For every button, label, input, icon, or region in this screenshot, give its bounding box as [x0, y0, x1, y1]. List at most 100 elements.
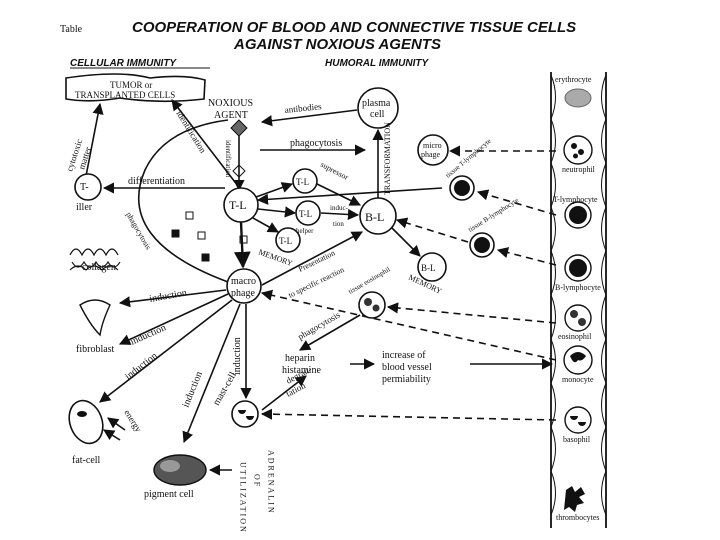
basophil-cell — [564, 406, 592, 434]
t-killer-sublabel: iller — [76, 202, 93, 213]
mast-cell-label: mast-cell — [211, 370, 239, 407]
eosinophil-blood-granule-2 — [578, 318, 586, 326]
induction-small-1: induc- — [330, 204, 349, 212]
basophil-label: basophil — [563, 435, 591, 444]
cellular-immunity-heading: CELLULAR IMMUNITY — [70, 58, 177, 69]
utilization-label: UTILIZATION — [239, 462, 248, 534]
differentiation-label: differentiation — [128, 176, 185, 187]
b-lymphocyte — [359, 197, 397, 235]
noxious-agent-icon — [230, 119, 248, 137]
flag-icon-4 — [201, 253, 210, 262]
plasma-label-1: plasma — [362, 98, 391, 109]
mast-cell — [231, 400, 259, 428]
tl-to-helper — [257, 206, 297, 218]
heparin-label: heparin — [285, 353, 315, 364]
increase-label-1: increase of — [382, 350, 426, 361]
neutrophil-cell — [563, 135, 593, 165]
tl-to-macrophage — [233, 221, 251, 269]
energy-label: energy — [122, 408, 144, 434]
noxious-label-2: AGENT — [214, 110, 248, 121]
macrophage-cell — [226, 268, 262, 304]
tissue-b-lymphocyte-nucleus — [474, 237, 490, 253]
supressor-label: supressor — [319, 160, 350, 182]
plasma-cell — [357, 87, 399, 129]
adrenalin-label: ADRENALIN — [267, 450, 276, 515]
eosinophil-blood-granule — [570, 310, 578, 318]
tumor-label-2: TRANSPLANTED CELLS — [75, 90, 175, 100]
macrophage-to-collagen — [118, 289, 227, 308]
mast-cell-granules — [238, 410, 254, 420]
tl-to-memory — [252, 217, 279, 233]
noxious-label-1: NOXIOUS — [208, 98, 253, 109]
eosinophil-blood-label: eosinophil — [558, 332, 592, 341]
tissue-t-lymphocyte-label: tissue T-lymphocyte — [444, 137, 492, 180]
transformation-label: TRANSFORMATION — [383, 122, 392, 195]
eosinophil-blood-cell — [564, 304, 592, 332]
tumor-label-1: TUMOR or — [110, 80, 152, 90]
fatcell-label: fat-cell — [72, 455, 101, 466]
tblood-to-tissue-t — [476, 189, 557, 216]
macrophage-to-pigment — [182, 303, 241, 444]
eos-blood-to-tissue — [386, 302, 557, 324]
flag-icon-2 — [171, 229, 180, 238]
humoral-immunity-heading: HUMORAL IMMUNITY — [325, 58, 429, 69]
pigment-cell — [153, 454, 207, 486]
macrophage-to-fatcell — [99, 299, 233, 403]
tl-helper-label: T-L — [299, 209, 312, 219]
tl-memory-label: T-L — [279, 236, 292, 246]
bl-memory-label: B-L — [421, 263, 436, 273]
basophil-to-mast — [260, 408, 557, 421]
pigment-cell-highlight — [160, 460, 180, 472]
helper-to-bl — [320, 208, 360, 221]
phagocytosis-label-1: phagocytosis — [290, 138, 342, 149]
t-lymphocyte-blood-nucleus — [569, 206, 587, 224]
induction-label-a: induction — [149, 288, 188, 305]
cytotoxic-arrow — [85, 102, 104, 177]
tissue-t-lymphocyte-nucleus — [454, 180, 470, 196]
identification-label: identification — [174, 109, 208, 155]
bblood-to-tissue-b — [496, 247, 557, 266]
b-lymphocyte-blood-nucleus — [569, 259, 587, 277]
microphage-cell — [417, 134, 449, 166]
identification-arrow — [171, 99, 239, 187]
b-lymphocyte-blood-label: B-lymphocyte — [555, 283, 601, 292]
erythrocyte-cell — [564, 88, 592, 108]
induction-label-b: induction — [129, 322, 168, 347]
degranulation-arrow — [261, 375, 307, 411]
macrophage-label-1: macro — [231, 276, 256, 287]
tissue-b-to-bl — [395, 217, 469, 243]
tissue-eosinophil-granule-2 — [372, 304, 380, 312]
title-line-1: COOPERATION OF BLOOD AND CONNECTIVE TISS… — [132, 19, 576, 36]
t-lymphocyte-memory — [275, 227, 301, 253]
antibodies-label: antibodies — [284, 101, 322, 115]
tumor-box — [65, 73, 206, 103]
b-lymphocyte-memory — [417, 252, 447, 282]
tl-supressor-label: T-L — [296, 177, 309, 187]
presentation-arrow — [261, 231, 363, 286]
increase-label-2: blood vessel — [382, 362, 432, 373]
monocyte-nucleus — [570, 352, 586, 363]
flag-icon-3 — [197, 231, 206, 240]
tissue-eosinophil — [358, 291, 386, 319]
fat-cell-nucleus — [77, 411, 87, 417]
tlymph-to-tl — [256, 187, 443, 205]
fat-energy-arrow-1 — [107, 417, 126, 431]
neutrophil-label: neutrophil — [562, 165, 596, 174]
antibodies-arrow — [260, 109, 358, 127]
macrophage-arc — [137, 119, 229, 283]
tissue-eosinophil-label: tissue eosinophil — [347, 265, 392, 295]
increase-label-3: permiability — [382, 374, 431, 385]
t-lymphocyte-supressor — [292, 168, 318, 194]
phagocytosis-label-2: phagocytosis — [296, 309, 342, 341]
eos-phagocytosis-arrow — [299, 314, 361, 351]
vessel-wall-cells — [550, 74, 607, 516]
thrombocytes-icon — [564, 486, 585, 512]
specific-reaction-label: to specific reaction — [287, 265, 346, 300]
thrombocytes-label: thrombocytes — [556, 513, 600, 522]
induction-small-2: tion — [333, 220, 344, 228]
fibroblast-icon — [79, 299, 111, 337]
fat-energy-arrow-2 — [103, 429, 121, 441]
tl-to-supressor — [255, 182, 294, 198]
induction-label-c: induction — [123, 350, 160, 382]
